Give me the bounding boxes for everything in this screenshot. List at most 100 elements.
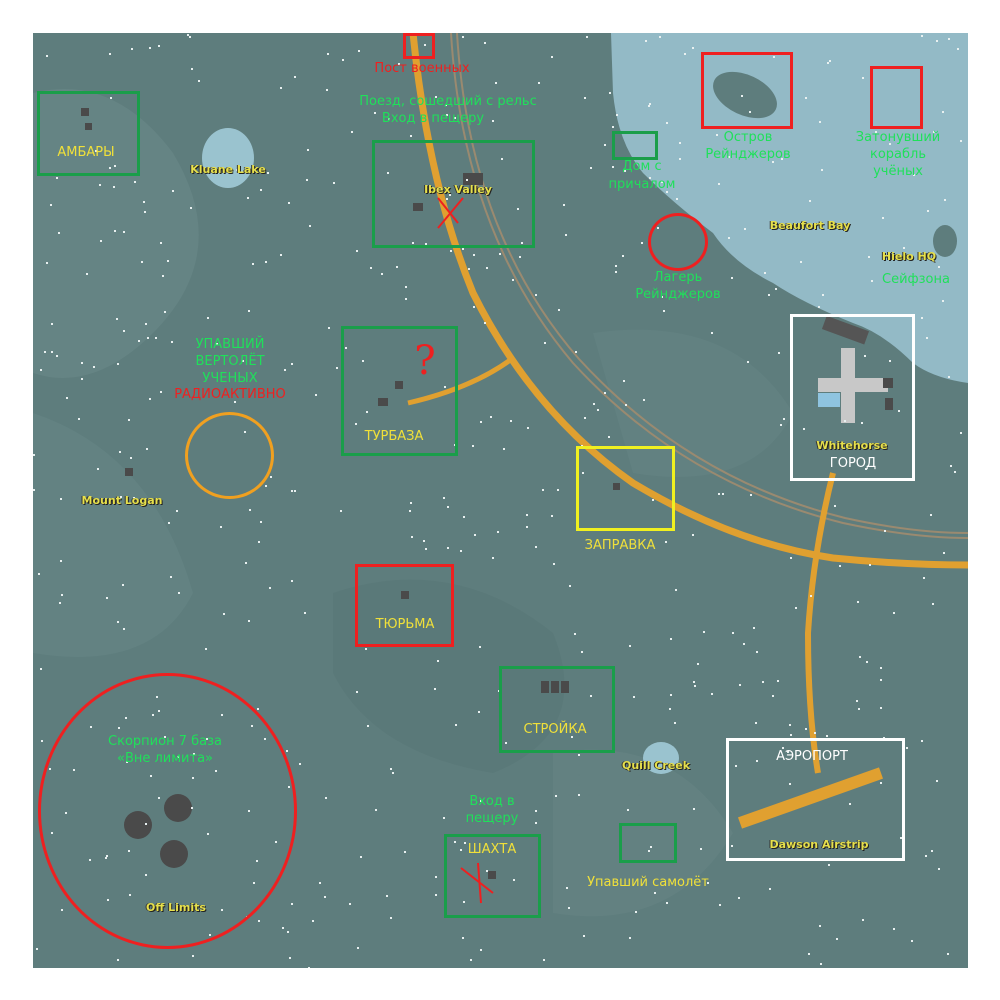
city-marker[interactable] [790, 314, 915, 481]
snow-speck [463, 901, 465, 903]
snow-speck [470, 959, 472, 961]
snow-speck [480, 800, 482, 802]
construction-marker[interactable] [499, 666, 615, 753]
snow-speck [324, 896, 326, 898]
label-off-limits: Off Limits [146, 901, 206, 914]
crashed-heli-marker[interactable] [185, 412, 274, 499]
snow-speck [857, 601, 859, 603]
snow-speck [207, 317, 209, 319]
snow-speck [473, 306, 475, 308]
snow-speck [99, 184, 101, 186]
snow-speck [944, 199, 946, 201]
snow-speck [512, 279, 514, 281]
snow-speck [789, 783, 791, 785]
snow-speck [869, 564, 871, 566]
snow-speck [675, 589, 677, 591]
snow-speck [497, 531, 499, 533]
snow-speck [921, 317, 923, 319]
snow-speck [623, 380, 625, 382]
sunken-ship-marker[interactable] [870, 66, 923, 129]
snow-speck [780, 424, 782, 426]
snow-speck [889, 143, 891, 145]
snow-speck [921, 35, 923, 37]
snow-speck [351, 131, 353, 133]
house-pier-marker[interactable] [612, 131, 658, 160]
snow-speck [954, 471, 956, 473]
snow-speck [697, 663, 699, 665]
snow-speck [755, 722, 757, 724]
snow-speck [106, 597, 108, 599]
snow-speck [480, 949, 482, 951]
annotation-scorpion-1: Скорпион 7 база [108, 734, 222, 749]
snow-speck [315, 394, 317, 396]
snow-speck [110, 97, 112, 99]
snow-speck [289, 957, 291, 959]
game-map[interactable]: Kluane Lake Ibex Valley Beaufort Bay Hie… [33, 33, 968, 968]
snow-speck [390, 768, 392, 770]
snow-speck [141, 261, 143, 263]
snow-speck [762, 681, 764, 683]
snow-speck [868, 256, 870, 258]
snow-speck [257, 708, 259, 710]
snow-speck [744, 228, 746, 230]
snow-speck [820, 963, 822, 965]
annotation-sunken-ship-2: корабль [869, 147, 927, 162]
label-quill-creek: Quill Creek [621, 759, 691, 772]
snow-speck [473, 254, 475, 256]
airport-marker[interactable] [726, 738, 905, 861]
ibex-valley-marker[interactable] [372, 140, 535, 248]
snow-speck [750, 494, 752, 496]
snow-speck [571, 736, 573, 738]
mine-marker[interactable] [444, 834, 541, 918]
snow-speck [190, 207, 192, 209]
annotation-city: ГОРОД [829, 456, 877, 471]
snow-speck [829, 60, 831, 62]
snow-speck [220, 526, 222, 528]
sea [611, 33, 968, 383]
snow-speck [645, 40, 647, 42]
snow-speck [555, 795, 557, 797]
military-post-marker[interactable] [403, 33, 435, 59]
snow-speck [61, 594, 63, 596]
snow-speck [950, 465, 952, 467]
snow-speck [669, 708, 671, 710]
snow-speck [191, 68, 193, 70]
snow-speck [435, 894, 437, 896]
snow-speck [60, 498, 62, 500]
snow-speck [764, 272, 766, 274]
ranger-camp-marker[interactable] [648, 213, 708, 271]
snow-speck [629, 645, 631, 647]
snow-speck [50, 204, 52, 206]
snow-speck [633, 696, 635, 698]
snow-speck [808, 953, 810, 955]
snow-speck [738, 897, 740, 899]
snow-speck [649, 177, 651, 179]
scorpion-base-marker[interactable] [38, 673, 297, 949]
snow-speck [123, 628, 125, 630]
snow-speck [492, 557, 494, 559]
snow-speck [435, 876, 437, 878]
gas-station-marker[interactable] [576, 446, 675, 531]
snow-speck [474, 534, 476, 536]
snow-speck [747, 361, 749, 363]
snow-speck [248, 310, 250, 312]
tourbase-marker[interactable] [341, 326, 458, 456]
annotation-construction: СТРОЙКА [523, 722, 587, 737]
snow-speck [236, 169, 238, 171]
snow-speck [59, 602, 61, 604]
snow-speck [97, 468, 99, 470]
snow-speck [187, 34, 189, 36]
crashed-plane-marker[interactable] [619, 823, 677, 863]
barns-marker[interactable] [37, 91, 140, 176]
snow-speck [574, 633, 576, 635]
prison-marker[interactable] [355, 564, 454, 647]
snow-speck [287, 931, 289, 933]
ranger-island-marker[interactable] [701, 52, 793, 129]
snow-speck [160, 391, 162, 393]
snow-speck [661, 296, 663, 298]
snow-speck [299, 763, 301, 765]
annotation-sunken-ship-3: учёных [873, 164, 923, 179]
snow-speck [443, 817, 445, 819]
snow-speck [926, 337, 928, 339]
snow-speck [503, 448, 505, 450]
